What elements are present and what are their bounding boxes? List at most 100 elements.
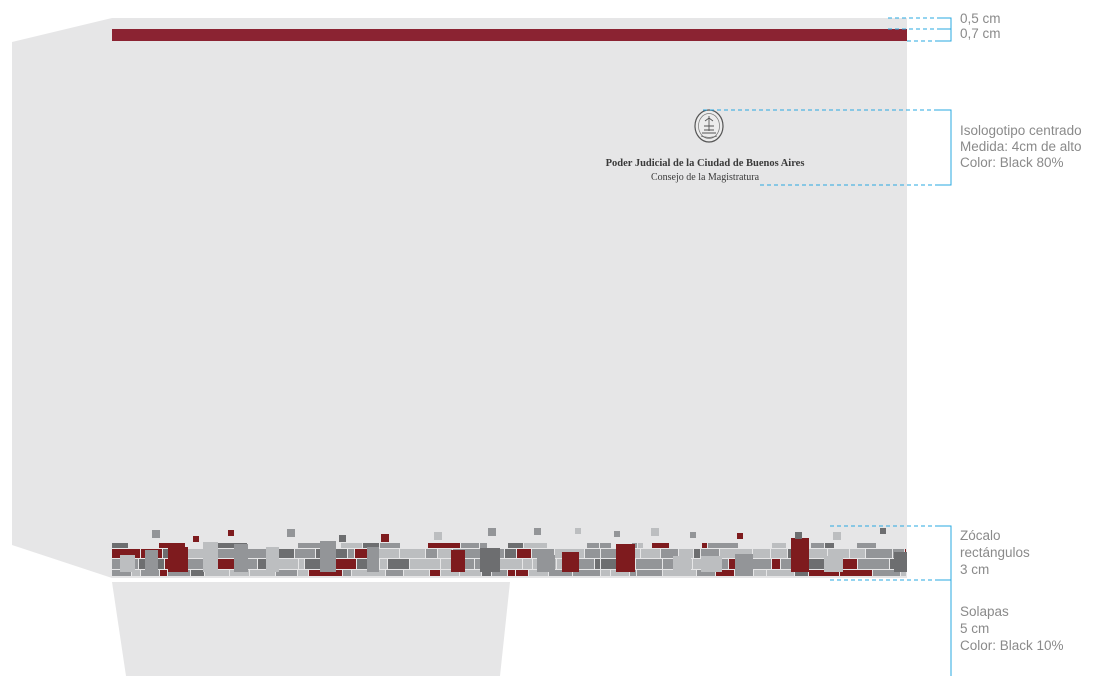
pattern-block [585,549,600,558]
pattern-block [575,559,594,569]
pattern-block [508,543,523,548]
pattern-block [352,570,385,576]
pattern-block [112,570,131,576]
pattern-block [573,570,600,576]
pattern-block [630,570,636,576]
pattern-block [641,549,660,558]
left-flap [12,18,112,578]
pattern-block [663,559,676,569]
annotation-line: 0,7 cm [960,26,1001,41]
pattern-block [508,570,515,576]
pattern-block [168,547,188,572]
pattern-block [517,549,531,558]
pattern-block [112,543,128,548]
pattern-block [375,549,399,558]
pattern-square [880,528,886,534]
pattern-square [614,531,620,537]
pattern-block [839,559,857,569]
pattern-block [207,549,241,558]
pattern-block [537,555,555,572]
pattern-block [309,570,342,576]
pattern-block [400,549,425,558]
pattern-block [234,544,248,572]
pattern-block [549,570,572,576]
pattern-block [168,570,190,576]
pattern-block [850,549,865,558]
pattern-block [809,570,839,576]
pattern-block [258,559,266,569]
isologo-annotation: Isologotipo centrado Medida: 4cm de alto… [960,123,1082,171]
pattern-block [663,570,696,576]
pattern-block [480,543,487,548]
zocalo-annotation: Zócalo rectángulos 3 cm [960,527,1030,578]
pattern-block [772,543,786,548]
pattern-block [840,570,872,576]
pattern-square [381,534,389,542]
pattern-block [276,570,297,576]
annotation-line: Isologotipo centrado [960,123,1082,138]
pattern-block [159,543,185,548]
pattern-block [160,570,167,576]
annotation-line: Zócalo [960,528,1001,543]
pattern-square [534,528,541,535]
pattern-block [811,543,824,548]
pattern-block [299,559,304,569]
pattern-block [797,549,827,558]
annotation-line: rectángulos [960,545,1030,560]
pattern-block [638,543,643,548]
pattern-block [562,552,579,572]
annotation-line: Color: Black 80% [960,155,1064,170]
pattern-block [611,570,629,576]
pattern-block [828,549,849,558]
pattern-block [532,549,554,558]
pattern-block [112,559,126,569]
pattern-block [771,549,787,558]
pattern-square [795,532,802,539]
pattern-block [441,570,459,576]
pattern-block [230,570,249,576]
pattern-block [866,549,892,558]
pattern-block [652,543,669,548]
pattern-square [287,529,295,537]
pattern-block [523,559,532,569]
pattern-block [475,559,481,569]
pattern-block [751,559,771,569]
pattern-block [461,543,479,548]
pattern-block [772,559,780,569]
pattern-block [754,570,766,576]
pattern-square [339,535,346,542]
pattern-block [601,559,619,569]
pattern-block [595,559,600,569]
pattern-square [690,532,696,538]
pattern-block [461,559,474,569]
pattern-block [697,570,715,576]
annotation-line: Solapas [960,604,1009,619]
pattern-block [343,570,351,576]
pattern-block [494,559,522,569]
pattern-square [737,533,743,539]
pattern-block [901,570,906,576]
pattern-block [112,549,140,558]
pattern-square [152,530,160,538]
pattern-block [266,547,279,572]
logo-subtitle: Consejo de la Magistratura [650,172,760,183]
pattern-block [795,570,808,576]
pattern-block [806,559,838,569]
pattern-block [708,543,738,548]
pattern-block [735,554,753,572]
pattern-block [380,559,387,569]
guide-lines [703,17,952,676]
top-band [112,29,907,41]
pattern-block [753,549,770,558]
pattern-block [298,570,308,576]
pattern-block [141,570,159,576]
pattern-square [575,528,581,534]
pattern-block [388,559,409,569]
annotation-line: 3 cm [960,562,990,577]
pattern-block [441,559,460,569]
pattern-block [716,570,734,576]
pattern-block [428,543,460,548]
pattern-block [894,552,907,572]
pattern-block [600,543,611,548]
